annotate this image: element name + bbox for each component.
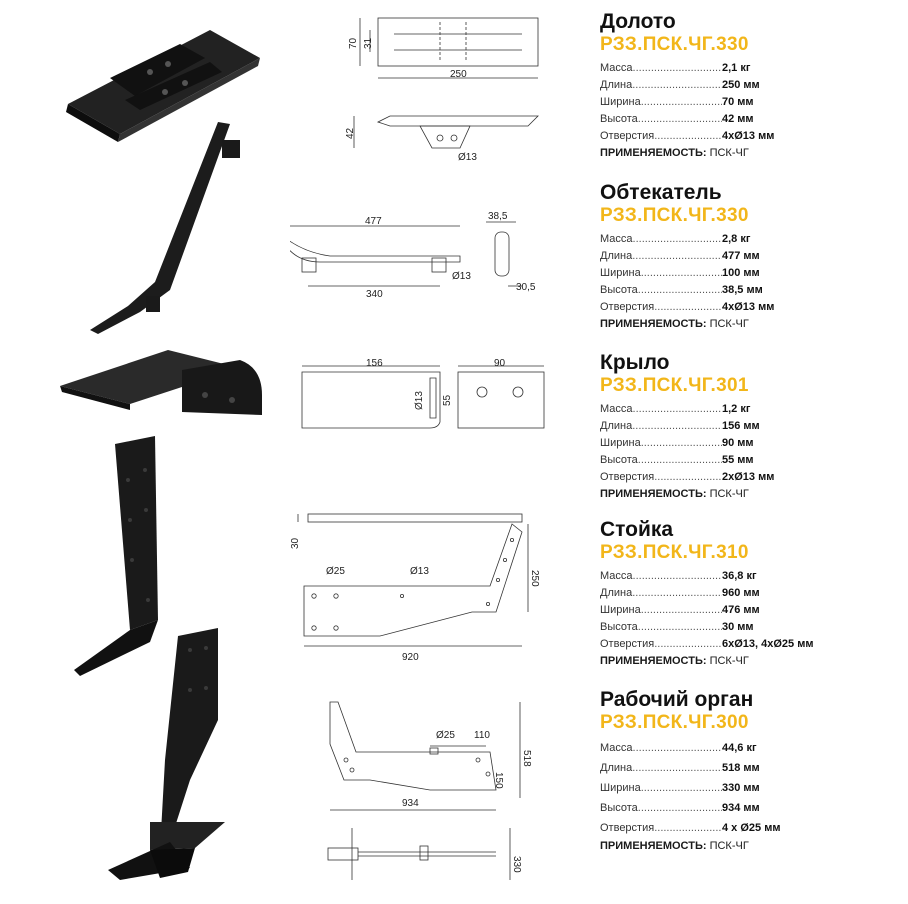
dim-hole-13-c: Ø13	[414, 391, 425, 410]
spec-row-mass: Масса1,2 кг	[600, 401, 908, 418]
chisel-photo	[66, 30, 260, 142]
dim-38-5: 38,5	[488, 211, 508, 222]
specs-column: Долото РЗЗ.ПСК.ЧГ.330 Масса2,1 кг Длина2…	[600, 0, 908, 904]
dim-hole-13-b: Ø13	[452, 271, 471, 282]
spec-row-height: Высота55 мм	[600, 452, 908, 469]
dim-90: 90	[494, 358, 506, 369]
dim-934: 934	[402, 798, 419, 809]
dim-d25-b: Ø25	[436, 730, 455, 741]
spec-row-width: Ширина70 мм	[600, 94, 908, 111]
spec-applicability: ПРИМЕНЯЕМОСТЬ: ПСК-ЧГ	[600, 655, 749, 667]
part-code: РЗЗ.ПСК.ЧГ.330	[600, 205, 749, 226]
photos-column	[0, 0, 290, 904]
dim-30: 30	[290, 537, 301, 549]
part-chisel: Долото РЗЗ.ПСК.ЧГ.330 Масса2,1 кг Длина2…	[600, 10, 908, 162]
spec-applicability: ПРИМЕНЯЕМОСТЬ: ПСК-ЧГ	[600, 147, 749, 159]
dim-250: 250	[529, 570, 540, 587]
dim-330: 330	[511, 856, 522, 873]
wing-drawing	[301, 365, 545, 429]
dim-30-5: 30,5	[516, 282, 536, 293]
fairing-drawing	[290, 221, 522, 287]
spec-row-length: Длина477 мм	[600, 248, 908, 265]
spec-row-width: Ширина100 мм	[600, 265, 908, 282]
spec-row-width: Ширина330 мм	[600, 778, 908, 798]
dim-250: 250	[450, 69, 467, 80]
part-title: Рабочий орган	[600, 688, 754, 711]
part-code: РЗЗ.ПСК.ЧГ.300	[600, 712, 749, 733]
spec-row-holes: Отверстия4хØ13 мм	[600, 299, 908, 316]
dim-340: 340	[366, 289, 383, 300]
spec-row-holes: Отверстия4хØ13 мм	[600, 128, 908, 145]
fairing-photo	[90, 122, 240, 334]
spec-row-mass: Масса36,8 кг	[600, 568, 908, 585]
dim-518: 518	[521, 750, 532, 767]
dim-55: 55	[442, 394, 453, 406]
dim-150: 150	[493, 772, 504, 789]
spec-row-mass: Масса2,8 кг	[600, 231, 908, 248]
working-body-drawing	[327, 701, 521, 880]
dim-hole-13-a: Ø13	[458, 152, 477, 163]
spec-row-length: Длина960 мм	[600, 585, 908, 602]
dim-d13: Ø13	[410, 566, 429, 577]
spec-row-height: Высота30 мм	[600, 619, 908, 636]
technical-drawings: 70 31 250 42 Ø13 477 100 340 Ø13 38,5 30…	[290, 17, 545, 880]
dim-110: 110	[474, 730, 490, 741]
part-rack: Стойка РЗЗ.ПСК.ЧГ.310 Масса36,8 кг Длина…	[600, 518, 908, 670]
spec-applicability: ПРИМЕНЯЕМОСТЬ: ПСК-ЧГ	[600, 318, 749, 330]
spec-applicability: ПРИМЕНЯЕМОСТЬ: ПСК-ЧГ	[600, 488, 749, 500]
drawings-column: 70 31 250 42 Ø13 477 100 340 Ø13 38,5 30…	[290, 0, 600, 904]
part-working-body: Рабочий орган РЗЗ.ПСК.ЧГ.300 Масса44,6 к…	[600, 688, 908, 855]
part-code: РЗЗ.ПСК.ЧГ.301	[600, 375, 749, 396]
spec-row-length: Длина518 мм	[600, 758, 908, 778]
dim-d25-a: Ø25	[326, 566, 345, 577]
dim-156: 156	[366, 358, 383, 369]
part-title: Обтекатель	[600, 181, 722, 204]
spec-row-holes: Отверстия6хØ13, 4хØ25 мм	[600, 636, 908, 653]
part-title: Стойка	[600, 518, 674, 541]
parts-photos	[60, 30, 262, 880]
part-wing: Крыло РЗЗ.ПСК.ЧГ.301 Масса1,2 кг Длина15…	[600, 351, 908, 503]
spec-row-height: Высота934 мм	[600, 798, 908, 818]
dim-42: 42	[345, 127, 356, 139]
part-code: РЗЗ.ПСК.ЧГ.330	[600, 34, 749, 55]
spec-applicability: ПРИМЕНЯЕМОСТЬ: ПСК-ЧГ	[600, 840, 749, 852]
rack-drawing	[297, 513, 529, 647]
spec-row-mass: Масса44,6 кг	[600, 738, 908, 758]
wing-photo	[60, 350, 262, 415]
spec-row-length: Длина250 мм	[600, 77, 908, 94]
spec-row-holes: Отверстия4 х Ø25 мм	[600, 818, 908, 838]
spec-row-width: Ширина476 мм	[600, 602, 908, 619]
dim-920: 920	[402, 652, 419, 663]
working-body-photo	[108, 628, 225, 880]
spec-row-length: Длина156 мм	[600, 418, 908, 435]
part-fairing: Обтекатель РЗЗ.ПСК.ЧГ.330 Масса2,8 кг Дл…	[600, 181, 908, 333]
spec-row-mass: Масса2,1 кг	[600, 60, 908, 77]
dim-70: 70	[348, 37, 359, 49]
part-title: Крыло	[600, 351, 670, 374]
part-title: Долото	[600, 10, 676, 33]
spec-row-width: Ширина90 мм	[600, 435, 908, 452]
dim-31: 31	[363, 37, 374, 49]
chisel-drawing	[353, 17, 539, 149]
spec-row-height: Высота38,5 мм	[600, 282, 908, 299]
dim-477: 477	[365, 216, 382, 227]
rack-photo	[74, 436, 158, 676]
spec-row-height: Высота42 мм	[600, 111, 908, 128]
part-code: РЗЗ.ПСК.ЧГ.310	[600, 542, 749, 563]
spec-row-holes: Отверстия2хØ13 мм	[600, 469, 908, 486]
